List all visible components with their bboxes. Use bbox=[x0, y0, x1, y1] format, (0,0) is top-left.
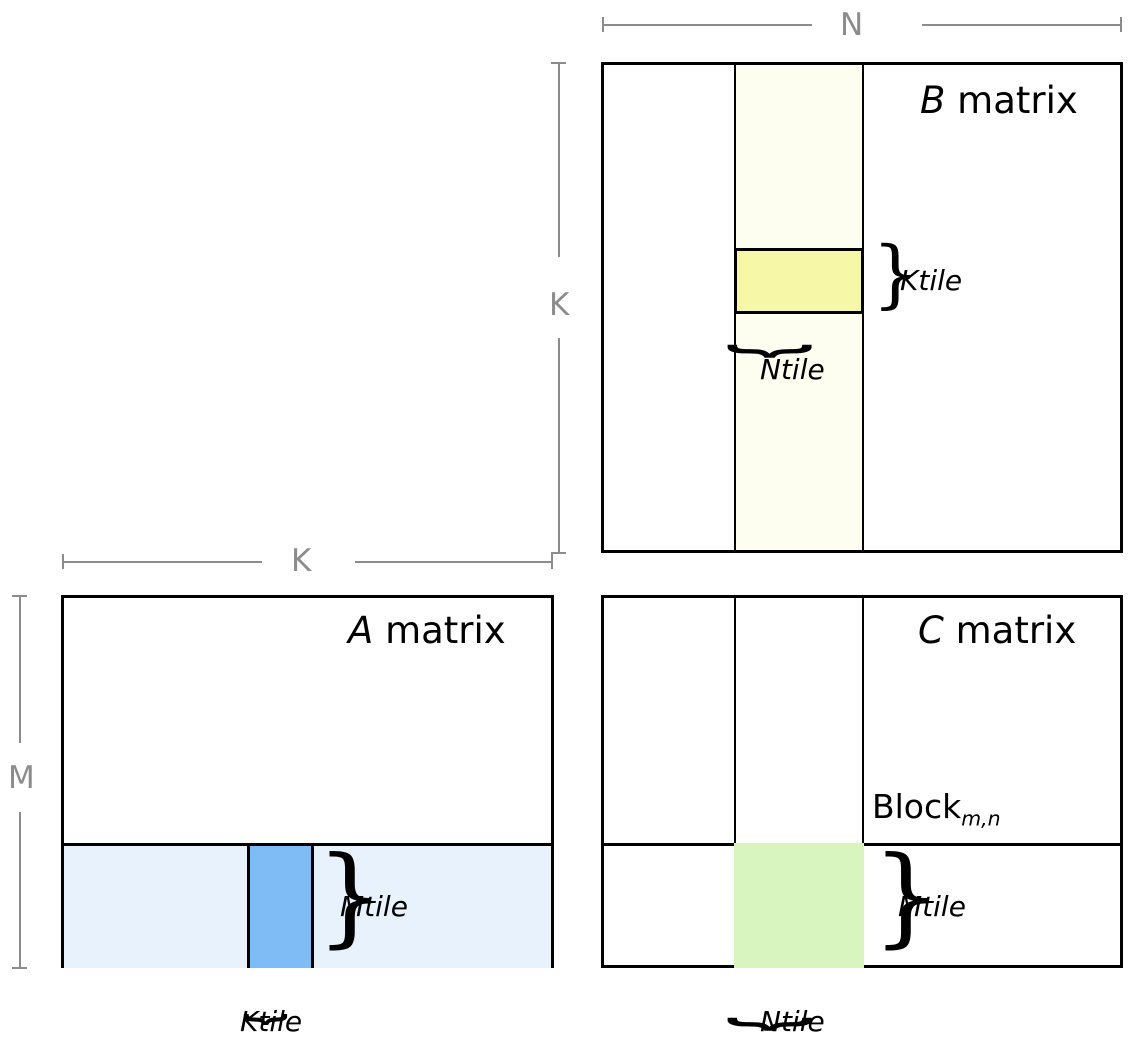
a-ktile-label: Ktile bbox=[240, 1005, 303, 1038]
a-ktile-brace: ⏟ bbox=[243, 964, 288, 1022]
c-ntile-label: Ntile bbox=[760, 1005, 825, 1038]
b-ntile-label: Ntile bbox=[760, 353, 825, 386]
dimension-rule-k-b-upper bbox=[558, 62, 560, 257]
c-block-label: Blockm,n bbox=[872, 790, 1001, 829]
c-mtile-brace: } bbox=[872, 834, 941, 959]
dimension-cap-k-b-bottom bbox=[551, 552, 566, 554]
c-matrix-title: C matrix bbox=[918, 612, 1076, 649]
c-matrix-title-symbol: C bbox=[918, 609, 944, 652]
c-matrix-title-word: matrix bbox=[943, 609, 1077, 652]
b-matrix-title-symbol: B bbox=[920, 79, 946, 122]
a-matrix-title: A matrix bbox=[348, 612, 506, 649]
dimension-rule-m-lower bbox=[19, 812, 21, 968]
c-ntile-brace: ⏟ bbox=[726, 963, 814, 1028]
b-matrix-box bbox=[601, 62, 1123, 553]
dimension-cap-m-bottom bbox=[12, 967, 27, 969]
c-matrix-box bbox=[601, 595, 1123, 968]
dimension-cap-k-b-top bbox=[551, 62, 566, 64]
a-mtile-label: Mtile bbox=[340, 890, 408, 923]
a-matrix-box bbox=[61, 595, 554, 968]
a-matrix-tile bbox=[247, 843, 314, 968]
c-matrix-divider-left bbox=[734, 598, 736, 965]
a-matrix-title-symbol: A bbox=[348, 609, 374, 652]
dimension-cap-k-a-left bbox=[62, 554, 64, 569]
b-matrix-tile bbox=[734, 248, 864, 314]
dimension-cap-n-left bbox=[602, 17, 604, 32]
dimension-cap-n-right bbox=[1120, 17, 1122, 32]
b-ktile-brace: } bbox=[872, 231, 920, 317]
b-ktile-label: Ktile bbox=[900, 264, 963, 297]
dimension-label-k-a: K bbox=[291, 543, 312, 579]
dimension-rule-n-left bbox=[602, 24, 812, 26]
dimension-label-m: M bbox=[8, 760, 35, 796]
c-matrix-tile bbox=[734, 843, 864, 968]
dimension-rule-k-a-left bbox=[62, 561, 262, 563]
dimension-rule-k-a-right bbox=[355, 561, 553, 563]
a-mtile-brace: } bbox=[316, 834, 385, 959]
dimension-rule-n-right bbox=[922, 24, 1122, 26]
b-matrix-title-word: matrix bbox=[945, 79, 1078, 122]
dimension-cap-m-top bbox=[12, 595, 27, 597]
b-matrix-title: B matrix bbox=[920, 82, 1078, 119]
dimension-rule-m-upper bbox=[19, 595, 21, 743]
c-block-label-main: Block bbox=[872, 787, 962, 826]
dimension-rule-k-b-lower bbox=[558, 338, 560, 553]
b-ntile-brace: ⏟ bbox=[726, 290, 814, 355]
c-matrix-divider-right bbox=[862, 598, 864, 965]
dimension-cap-k-a-right bbox=[551, 554, 553, 569]
dimension-label-n: N bbox=[840, 7, 864, 43]
a-matrix-title-word: matrix bbox=[373, 609, 506, 652]
c-mtile-label: Mtile bbox=[898, 890, 966, 923]
c-block-label-subscript: m,n bbox=[961, 806, 1001, 831]
dimension-label-k-b: K bbox=[549, 287, 570, 323]
